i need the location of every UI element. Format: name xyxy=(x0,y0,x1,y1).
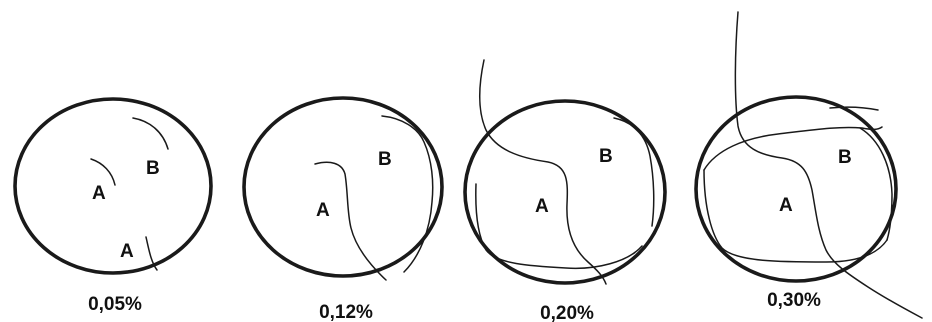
label-a: A xyxy=(92,183,106,204)
crack-line xyxy=(381,115,434,273)
panel-caption: 0,12% xyxy=(319,302,373,322)
crack-line xyxy=(145,236,158,271)
crack-line xyxy=(829,106,879,111)
crack-line xyxy=(859,127,893,241)
label-a: A xyxy=(779,195,793,216)
crack-line xyxy=(132,117,169,150)
panel-caption: 0,30% xyxy=(767,290,821,311)
crack-line xyxy=(703,126,883,171)
panel-caption: 0,05% xyxy=(88,294,142,315)
crack-line xyxy=(613,117,655,227)
label-b: B xyxy=(378,149,392,170)
panel-1: B A A 0,05% xyxy=(13,97,213,315)
specimen-outline xyxy=(242,96,444,278)
label-a: A xyxy=(316,200,330,221)
label-b: B xyxy=(838,147,852,168)
crack-line xyxy=(314,161,387,281)
specimen-outline xyxy=(463,99,667,285)
crack-line xyxy=(475,183,643,270)
label-a: A xyxy=(120,241,134,262)
panel-3: B A 0,20% xyxy=(463,59,667,322)
crack-line xyxy=(703,169,888,263)
specimen-outline xyxy=(694,95,898,283)
crack-line xyxy=(734,11,923,319)
panel-caption: 0,20% xyxy=(540,303,594,322)
panel-2: B A 0,12% xyxy=(242,96,444,322)
crack-line xyxy=(90,158,116,186)
label-a: A xyxy=(535,196,549,217)
crack-line xyxy=(478,59,607,285)
label-b: B xyxy=(599,146,613,167)
panel-4: B A 0,30% xyxy=(694,11,923,319)
specimen-outline xyxy=(13,97,213,275)
label-b: B xyxy=(146,158,160,179)
